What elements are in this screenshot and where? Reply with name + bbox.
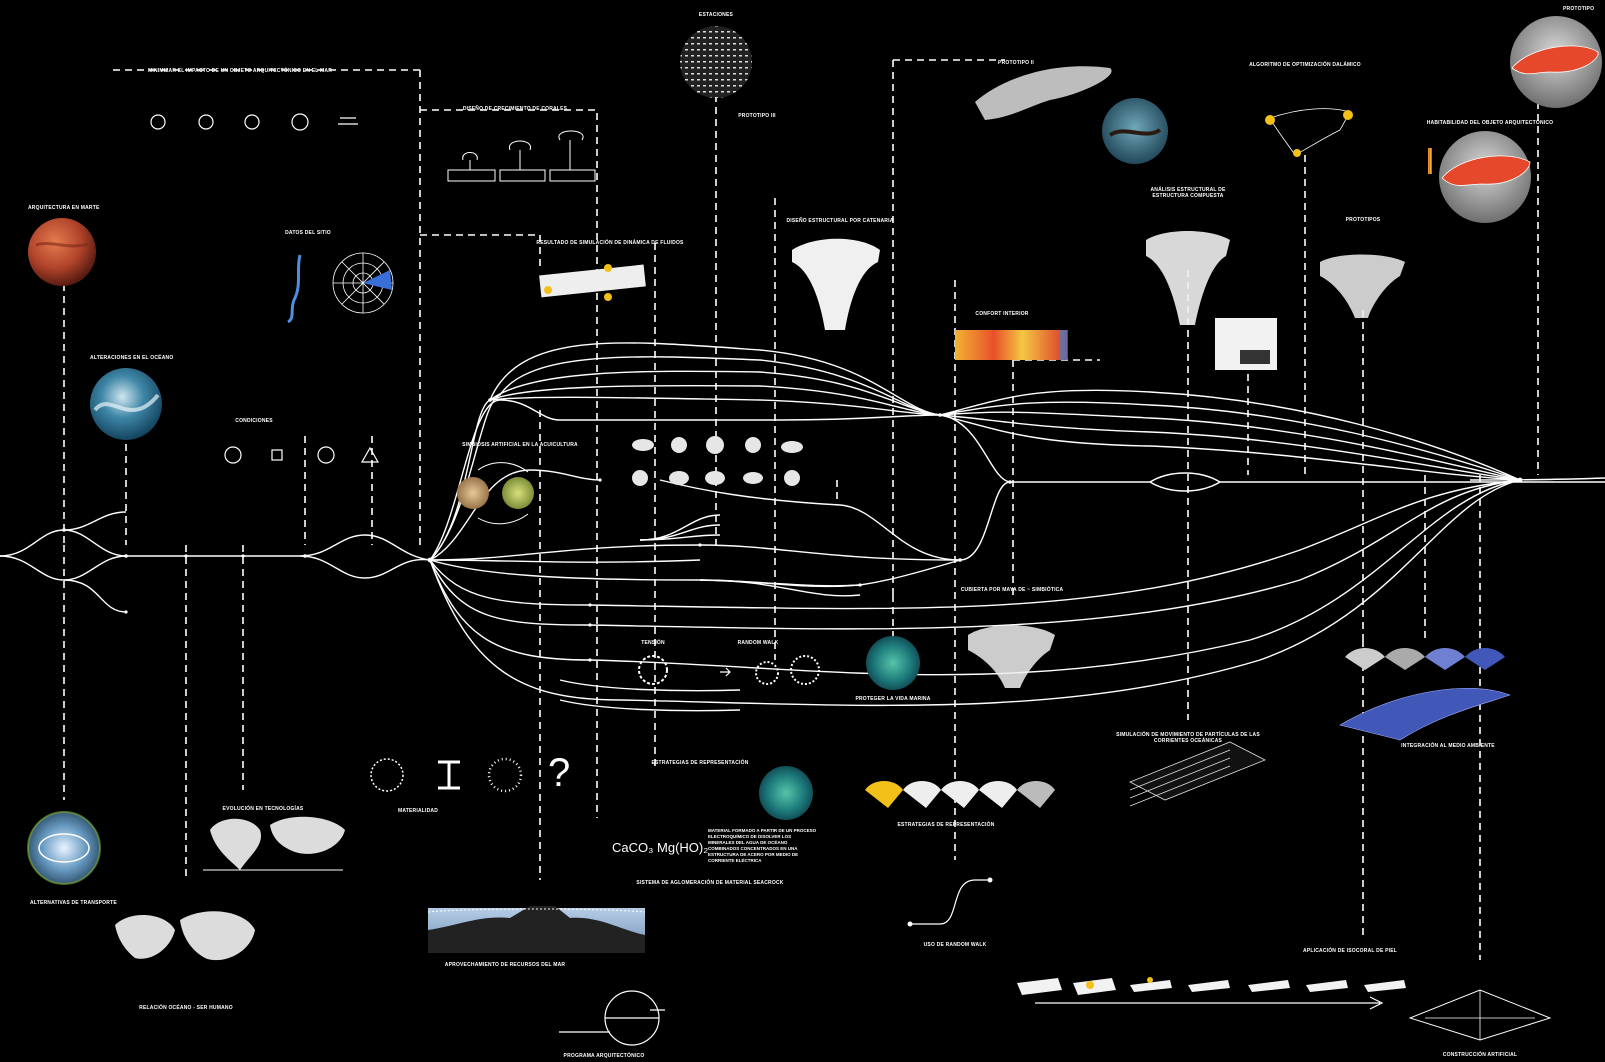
label-formula: CaCO₃ Mg(HO)₂ [612, 840, 709, 855]
label-random-walk: RANDOM WALK [737, 640, 779, 646]
label-evolucion: EVOLUCIÓN EN TECNOLOGÍAS [222, 806, 304, 812]
label-datos-sitio: DATOS DEL SITIO [285, 230, 331, 236]
label-confort-interior: CONFORT INTERIOR [975, 311, 1029, 317]
seacrete-photo-icon [759, 766, 813, 820]
symbiosis-sand-icon [457, 477, 489, 509]
label-arquitectura-marte: ARQUITECTURA EN MARTE [28, 205, 100, 211]
label-analisis-estructural: ANÁLISIS ESTRUCTURAL DE ESTRUCTURA COMPU… [1150, 187, 1226, 199]
habitat-prototype-icon [1510, 16, 1602, 108]
site-map-icon [287, 254, 302, 324]
label-habitabilidad: HABITABILIDAD DEL OBJETO ARQUITECTÓNICO [1426, 120, 1554, 126]
label-relacion-oceano: RELACIÓN OCÉANO - SER HUMANO [139, 1005, 233, 1011]
impact-icons [150, 113, 358, 131]
flow-lines [0, 342, 1605, 712]
construction-mesh-icon [1408, 989, 1552, 1041]
label-prototipos: PROTOTIPOS [1345, 217, 1381, 223]
stations-sphere-icon [680, 26, 752, 98]
coral-reef-photo-icon [866, 636, 920, 690]
label-tension: TENSIÓN [641, 640, 665, 646]
random-walk-curve [910, 879, 990, 925]
prototype-ii-shape [975, 66, 1112, 120]
habitability-section-icon [1428, 131, 1531, 223]
label-estaciones: ESTACIONES [698, 12, 734, 18]
catenary-structure-icon [792, 231, 1405, 688]
application-icons [1017, 978, 1406, 995]
label-aprovechamiento: APROVECHAMIENTO DE RECURSOS DEL MAR [444, 962, 566, 968]
label-estrategias-rep: ESTRATEGIAS DE REPRESENTACIÓN [651, 760, 749, 766]
fluid-simulation-strip [539, 264, 646, 298]
label-algoritmo: ALGORITMO DE OPTIMIZACIÓN DALÁMICO [1249, 62, 1361, 68]
dashed-connectors [63, 59, 1539, 960]
label-aplicacion: APLICACIÓN DE ISOCORAL DE PIEL [1303, 948, 1397, 954]
condition-icons [224, 446, 380, 464]
label-prototipo-ii: PROTOTIPO II [998, 60, 1034, 66]
label-diseno-corales: DISEÑO DE CRECIMIENTO DE CORALES [462, 106, 568, 112]
planet-mars-icon [28, 218, 96, 286]
ocean-wave-icon [90, 368, 162, 440]
transport-capsule-icon [28, 812, 100, 884]
world-map-icon [115, 816, 345, 961]
label-construccion: CONSTRUCCIÓN ARTIFICIAL [1442, 1052, 1518, 1058]
label-sistema-aglomeracion: SISTEMA DE AGLOMERACIÓN DE MATERIAL SEAC… [636, 880, 784, 886]
flow-nodes [62, 398, 1523, 662]
label-uso-random: USO DE RANDOM WALK [923, 942, 987, 948]
label-estrategias-rep2: ESTRATEGIAS DE REPRESENTACIÓN [897, 822, 995, 828]
coral-growth-icons [447, 130, 596, 182]
label-alternativas: ALTERNATIVAS DE TRANSPORTE [30, 900, 117, 906]
label-prototipo-iii: PROTOTIPO III [738, 113, 776, 119]
wind-rose-icon [332, 252, 394, 314]
label-resultado-simulacion: RESULTADO DE SIMULACIÓN DE DINÁMICA DE F… [536, 240, 684, 246]
representation-icons [865, 781, 1055, 808]
algorithm-shape [1269, 108, 1351, 156]
label-simulacion-particulas: SIMULACIÓN DE MOVIMIENTO DE PARTÍCULAS D… [1116, 732, 1260, 744]
seafloor-section-icon [427, 906, 646, 953]
integration-icons [1339, 648, 1511, 741]
label-material-formado: MATERIAL FORMADO A PARTIR DE UN PROCESO … [708, 828, 817, 863]
label-alteraciones-oceano: ALTERACIONES EN EL OCÉANO [90, 355, 174, 361]
materiality-icons [370, 757, 523, 793]
program-section-icon [559, 990, 665, 1046]
unknown-material-icon: ? [548, 751, 571, 795]
symbiosis-lichen-icon [502, 477, 534, 509]
particle-simulation-icon [1129, 741, 1266, 807]
process-arrow [1035, 996, 1384, 1010]
label-cubierta: CUBIERTA POR MAYA DE ~ SIMBIÓTICA [960, 587, 1064, 593]
fractal-coral-icons [638, 655, 820, 685]
label-diseno-estructural: DISEÑO ESTRUCTURAL POR CATENARIA [786, 218, 894, 224]
coral-shape-icons [632, 436, 803, 486]
comfort-heatmap [955, 330, 1067, 360]
label-minimizar: MINIMIZAR EL IMPACTO DE UN OBJETO ARQUIT… [147, 68, 333, 74]
label-prototipo-corner: PROTOTIPO [1563, 6, 1595, 12]
label-simbiosis: SIMBIOSIS ARTIFICIAL EN LA ACUICULTURA [462, 442, 578, 448]
label-integracion: INTEGRACIÓN AL MEDIO AMBIENTE [1401, 743, 1495, 749]
label-proteger: PROTEGER LA VIDA MARINA [855, 696, 931, 702]
label-materialidad: MATERIALIDAD [397, 808, 439, 814]
label-programa: PROGRAMA ARQUITECTÓNICO [563, 1053, 645, 1059]
label-condiciones: CONDICIONES [235, 418, 273, 424]
